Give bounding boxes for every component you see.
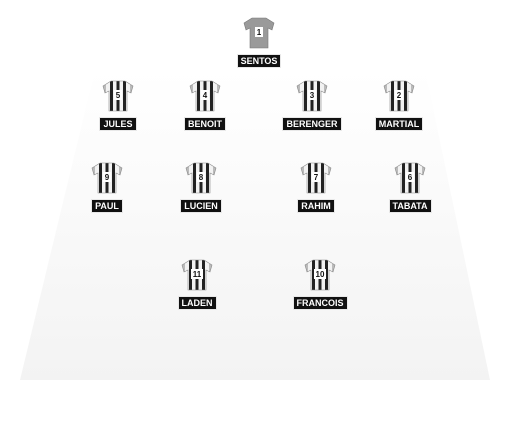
svg-text:4: 4 [203,91,208,100]
player-name-label: MARTIAL [374,117,424,131]
svg-text:10: 10 [316,270,325,279]
player-name-label: LADEN [177,296,217,310]
shirt-icon: 9 [91,162,123,194]
player-name-label: LUCIEN [180,199,222,213]
player-name-label: TABATA [388,199,432,213]
shirt-icon: 6 [394,162,426,194]
shirt-icon: 10 [304,259,336,291]
shirt-icon: 11 [181,259,213,291]
player-name-label: PAUL [91,199,123,213]
shirt-icon: 5 [102,80,134,112]
svg-text:5: 5 [116,91,121,100]
svg-text:8: 8 [199,173,204,182]
svg-text:7: 7 [314,173,319,182]
player-name-label: BENOIT [183,117,226,131]
shirt-icon: 4 [189,80,221,112]
player-name-label: BERENGER [282,117,342,131]
shirt-icon: 1 [243,17,275,49]
svg-text:11: 11 [193,270,202,279]
shirt-icon: 3 [296,80,328,112]
svg-text:3: 3 [310,91,315,100]
player-name-label: FRANCOIS [292,296,348,310]
svg-text:2: 2 [397,91,402,100]
svg-text:6: 6 [408,173,413,182]
player-name-label: JULES [99,117,137,131]
shirt-icon: 8 [185,162,217,194]
svg-text:1: 1 [257,28,262,37]
player-name-label: RAHIM [297,199,335,213]
shirt-icon: 2 [383,80,415,112]
svg-text:9: 9 [105,173,110,182]
player-name-label: SENTOS [236,54,282,68]
shirt-icon: 7 [300,162,332,194]
